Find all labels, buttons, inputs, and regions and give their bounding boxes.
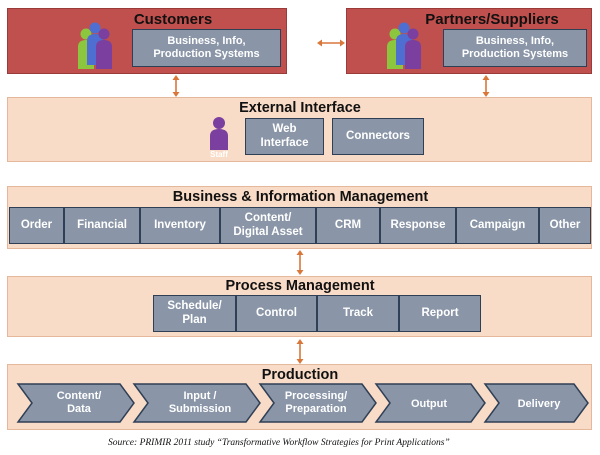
external-interface-title: External Interface	[239, 100, 361, 116]
customers-systems-box: Business, Info, Production Systems	[132, 29, 281, 67]
customers-panel: Customers Business, Info, Production Sys…	[7, 8, 287, 74]
order-box: Order	[9, 207, 64, 244]
inventory-box: Inventory	[140, 207, 220, 244]
web-interface-box: Web Interface	[245, 118, 324, 155]
double-arrow-icon	[482, 75, 490, 97]
step-input-line1: Input /	[184, 390, 217, 402]
business-mgmt-panel: Business & Information Management Order …	[7, 186, 592, 249]
svg-text:Input /Submission: Input /Submission	[169, 390, 232, 415]
content-digital-asset-box: Content/ Digital Asset	[220, 207, 316, 244]
process-mgmt-panel: Process Management Schedule/ Plan Contro…	[7, 276, 592, 337]
crm-box: CRM	[316, 207, 380, 244]
other-box: Other	[539, 207, 591, 244]
chevron-step: Input /Submission	[132, 383, 261, 423]
double-arrow-icon	[172, 75, 180, 97]
control-box: Control	[236, 295, 317, 332]
customers-title: Customers	[133, 11, 213, 28]
step-input-line2: Submission	[169, 403, 232, 415]
people-icon	[76, 21, 120, 69]
chevron-step: Output	[374, 383, 486, 423]
track-box: Track	[317, 295, 399, 332]
step-output: Output	[411, 398, 447, 410]
partners-systems-box: Business, Info, Production Systems	[443, 29, 587, 67]
financial-box: Financial	[64, 207, 140, 244]
chevron-step: Content/Data	[16, 383, 135, 423]
business-mgmt-title: Business & Information Management	[172, 189, 429, 205]
double-arrow-icon	[296, 250, 304, 275]
step-delivery: Delivery	[518, 398, 562, 410]
svg-text:Processing/Preparation: Processing/Preparation	[285, 390, 347, 415]
double-arrow-icon	[296, 339, 304, 364]
partners-panel: Partners/Suppliers Business, Info, Produ…	[346, 8, 592, 74]
source-caption: Source: PRIMIR 2011 study “Transformativ…	[108, 438, 450, 448]
schedule-plan-box: Schedule/ Plan	[153, 295, 236, 332]
step-content-data-line2: Data	[67, 403, 92, 415]
chevron-step: Processing/Preparation	[258, 383, 377, 423]
production-flow: Content/Data Input /Submission Processin…	[16, 383, 589, 423]
step-processing-line1: Processing/	[285, 390, 347, 402]
svg-text:Content/Data: Content/Data	[57, 390, 102, 415]
step-content-data-line1: Content/	[57, 390, 102, 402]
production-title: Production	[261, 367, 339, 383]
external-interface-panel: External Interface Staff Web Interface C…	[7, 97, 592, 162]
report-box: Report	[399, 295, 481, 332]
svg-text:Delivery: Delivery	[518, 398, 562, 410]
double-arrow-icon	[317, 39, 345, 47]
response-box: Response	[380, 207, 456, 244]
people-icon	[385, 21, 429, 69]
production-panel: Production Content/Data Input /Submissio…	[7, 364, 592, 430]
staff-label: Staff	[210, 150, 228, 159]
process-mgmt-title: Process Management	[225, 278, 375, 294]
connectors-box: Connectors	[332, 118, 424, 155]
staff-person-icon	[208, 116, 230, 150]
svg-text:Output: Output	[411, 398, 447, 410]
partners-title: Partners/Suppliers	[425, 11, 559, 28]
step-processing-line2: Preparation	[285, 403, 346, 415]
chevron-step: Delivery	[483, 383, 589, 423]
campaign-box: Campaign	[456, 207, 539, 244]
